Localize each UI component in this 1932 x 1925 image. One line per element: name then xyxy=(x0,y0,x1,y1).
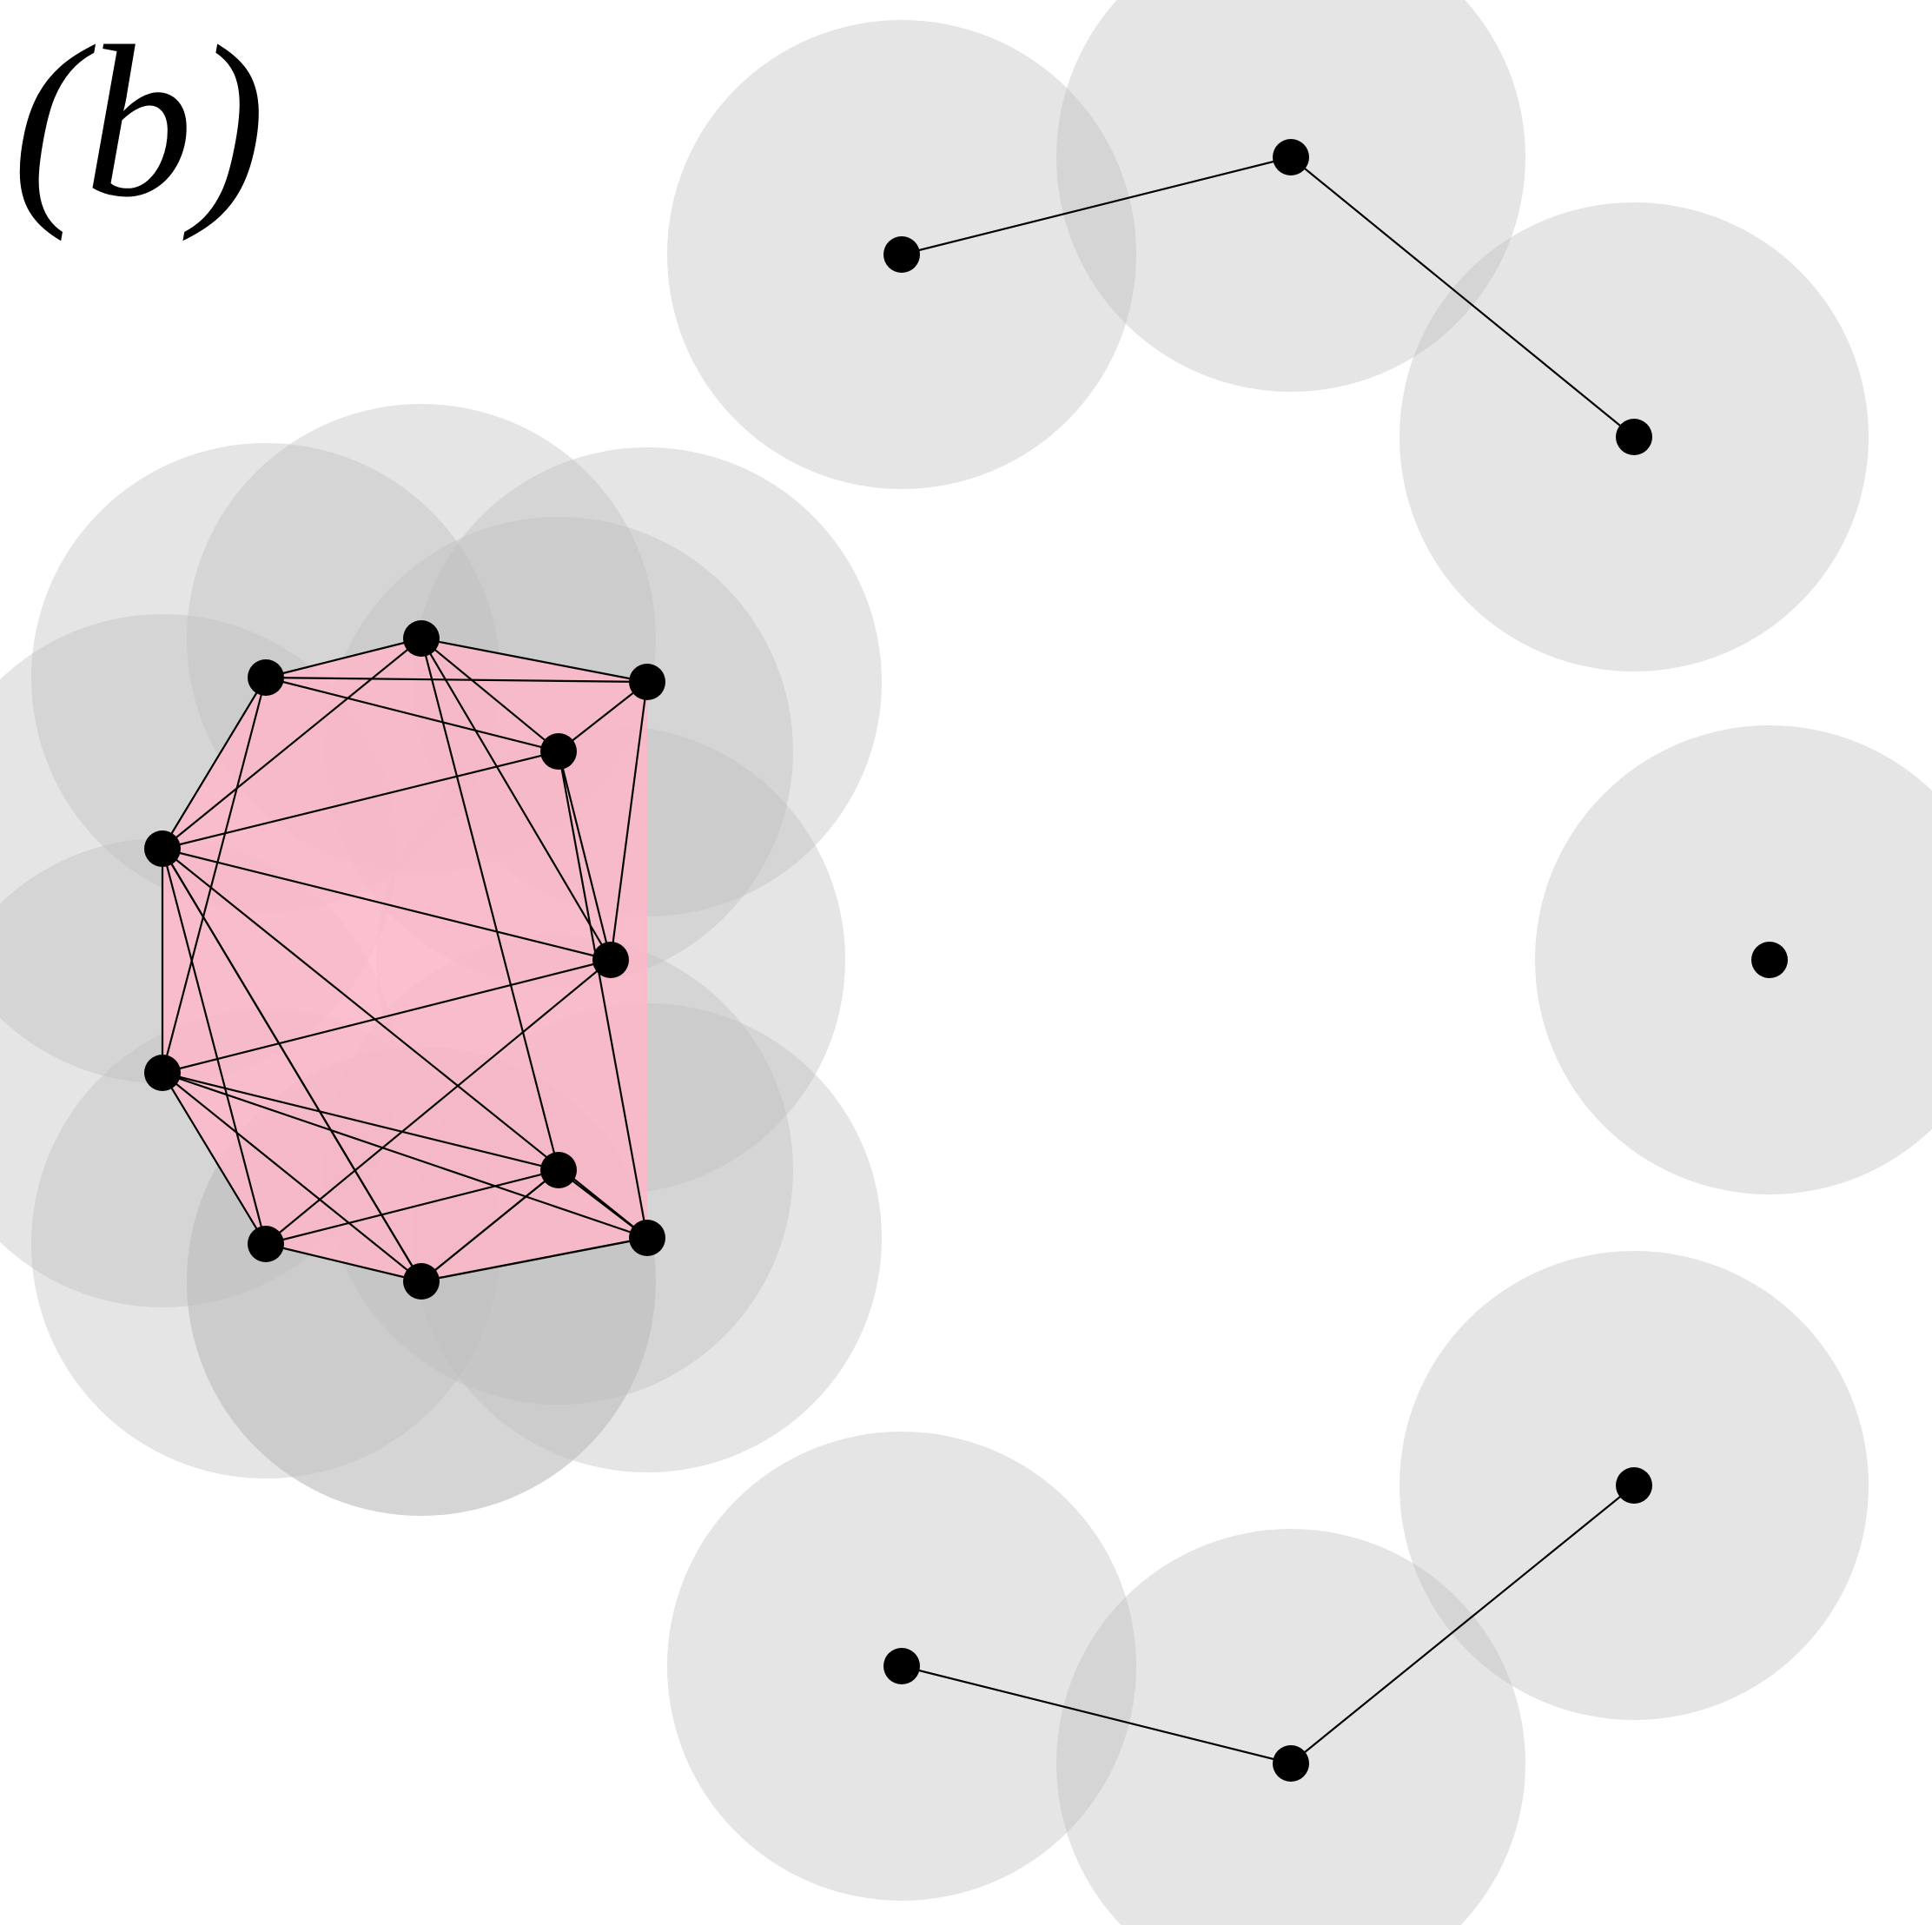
edge-c1-c8 xyxy=(420,638,560,1171)
node-top-left xyxy=(883,236,920,273)
edge-c2-c4 xyxy=(265,676,559,753)
node-top-mid xyxy=(1273,139,1309,175)
edge-c1-c2 xyxy=(265,637,422,679)
clique-polygon xyxy=(162,638,647,1281)
edge-c3-c6 xyxy=(609,681,649,961)
edge-c4-c6 xyxy=(557,751,612,961)
edge-c1-c6 xyxy=(420,638,612,961)
panel-label: (b) xyxy=(12,2,266,242)
node-c11 xyxy=(403,1263,440,1300)
node-right xyxy=(1751,942,1788,978)
graph-edges xyxy=(161,155,1635,1765)
edge-c6-c9 xyxy=(265,959,612,1245)
node-bottom-mid xyxy=(1273,1745,1309,1782)
edge-c8-c9 xyxy=(265,1168,559,1246)
node-c7 xyxy=(144,1055,181,1091)
node-top-right xyxy=(1616,419,1652,455)
edge-c2-c7 xyxy=(161,677,268,1074)
edge-c8-c12 xyxy=(420,1169,559,1282)
node-bottom-right xyxy=(1616,1467,1652,1504)
edge-c5-c12 xyxy=(162,848,422,1282)
edge-top-mid-top-right xyxy=(1290,156,1635,438)
edge-c1-c4 xyxy=(420,638,559,752)
node-c2 xyxy=(248,659,284,696)
edge-c4-c10 xyxy=(557,751,649,1239)
clique-region xyxy=(162,638,647,1281)
edge-c2-c5 xyxy=(162,677,267,850)
edge-c7-c10 xyxy=(162,1071,648,1240)
edge-c4-c5 xyxy=(162,750,559,850)
node-bottom-left xyxy=(883,1648,920,1684)
edge-c3-c4 xyxy=(558,681,648,752)
node-c10 xyxy=(629,1220,665,1256)
node-c6 xyxy=(592,942,629,978)
disk-bottom-mid xyxy=(1056,1529,1525,1925)
edge-c6-c7 xyxy=(162,958,612,1075)
edge-c9-c11 xyxy=(265,1242,422,1283)
edge-c10-c12 xyxy=(420,1236,648,1283)
disk-top-mid xyxy=(1056,0,1525,392)
node-c3 xyxy=(629,664,665,700)
edge-c2-c3 xyxy=(265,676,648,684)
node-c1 xyxy=(403,620,440,657)
edge-c7-c8 xyxy=(162,1071,559,1172)
edge-c7-c11 xyxy=(162,1072,422,1282)
edge-c1-c5 xyxy=(162,638,422,850)
edge-c8-c10 xyxy=(558,1169,648,1239)
edge-top-left-top-mid xyxy=(901,155,1292,256)
node-c8 xyxy=(540,1152,577,1188)
edge-bottom-left-bottom-mid xyxy=(901,1664,1292,1765)
node-c9 xyxy=(248,1226,284,1262)
node-c4 xyxy=(540,733,577,770)
node-c5 xyxy=(144,830,181,867)
edge-c5-c9 xyxy=(161,848,268,1245)
disk-right xyxy=(1535,725,1932,1194)
edge-c7-c9 xyxy=(162,1072,267,1245)
edge-bottom-mid-bottom-right xyxy=(1290,1485,1635,1764)
edge-c1-c3 xyxy=(420,637,648,684)
edge-c5-c6 xyxy=(162,847,612,962)
graph-nodes xyxy=(144,139,1788,1782)
